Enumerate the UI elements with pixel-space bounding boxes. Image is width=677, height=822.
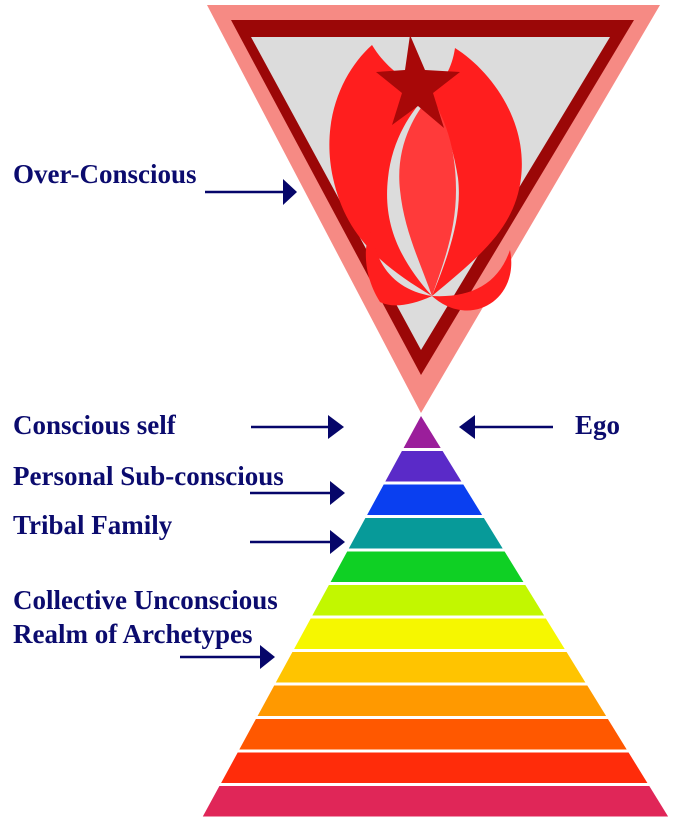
label-realm-of-archetypes: Realm of Archetypes bbox=[13, 621, 252, 648]
pyramid-layer-10 bbox=[239, 719, 626, 750]
pyramid-layer-12 bbox=[203, 786, 668, 817]
pyramid-layer-1 bbox=[404, 416, 441, 448]
label-tribal-family: Tribal Family bbox=[13, 512, 172, 539]
pyramid-layer-8 bbox=[276, 652, 586, 683]
pyramid-layer-4 bbox=[349, 518, 503, 549]
label-ego: Ego bbox=[575, 412, 620, 439]
pyramid-layer-11 bbox=[221, 753, 647, 784]
arrow-over-conscious bbox=[205, 179, 297, 205]
arrow-tribal-family bbox=[250, 530, 345, 554]
over-conscious-triangle bbox=[207, 5, 660, 413]
arrow-ego bbox=[459, 415, 553, 439]
label-personal-subconscious: Personal Sub-conscious bbox=[13, 463, 284, 490]
pyramid-layer-7 bbox=[294, 619, 565, 650]
pyramid-layer-2 bbox=[385, 451, 461, 482]
pyramid-layer-9 bbox=[258, 686, 606, 717]
pyramid-layer-6 bbox=[312, 585, 544, 616]
label-over-conscious: Over-Conscious bbox=[13, 161, 197, 188]
pyramid-layer-5 bbox=[331, 552, 524, 583]
label-collective-unconscious: Collective Unconscious bbox=[13, 587, 278, 614]
arrow-conscious-self bbox=[251, 415, 344, 439]
pyramid-layer-3 bbox=[367, 485, 482, 516]
label-conscious-self: Conscious self bbox=[13, 412, 176, 439]
